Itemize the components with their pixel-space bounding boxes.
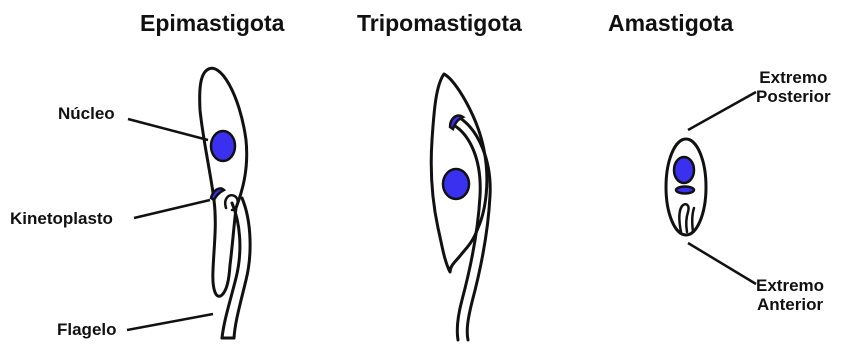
flagelo-pointer [127, 314, 213, 330]
amastigota-nucleus [674, 157, 694, 183]
epimastigota-nucleus [211, 131, 235, 161]
title-epimastigota: Epimastigota [140, 10, 284, 37]
label-nucleo: Núcleo [58, 104, 115, 123]
label-extremo-anterior-line2: Anterior [756, 295, 824, 314]
epimastigota-cell [200, 68, 250, 338]
label-extremo-anterior: Extremo Anterior [756, 276, 824, 314]
kinetoplasto-pointer [134, 200, 210, 218]
extremo-anterior-pointer [688, 243, 756, 284]
extremo-posterior-pointer [688, 92, 756, 130]
label-extremo-posterior: Extremo Posterior [756, 68, 831, 106]
label-extremo-posterior-line2: Posterior [756, 87, 831, 106]
title-amastigota: Amastigota [608, 10, 733, 37]
title-tripomastigota: Tripomastigota [357, 10, 522, 37]
label-extremo-posterior-line1: Extremo [756, 68, 831, 87]
label-kinetoplasto: Kinetoplasto [10, 209, 113, 228]
label-flagelo: Flagelo [57, 320, 117, 339]
amastigota-kinetoplast [676, 187, 694, 194]
tripomastigota-cell [431, 74, 490, 340]
label-extremo-anterior-line1: Extremo [756, 276, 824, 295]
tripomastigota-nucleus [443, 169, 469, 199]
nucleo-pointer [128, 119, 208, 140]
